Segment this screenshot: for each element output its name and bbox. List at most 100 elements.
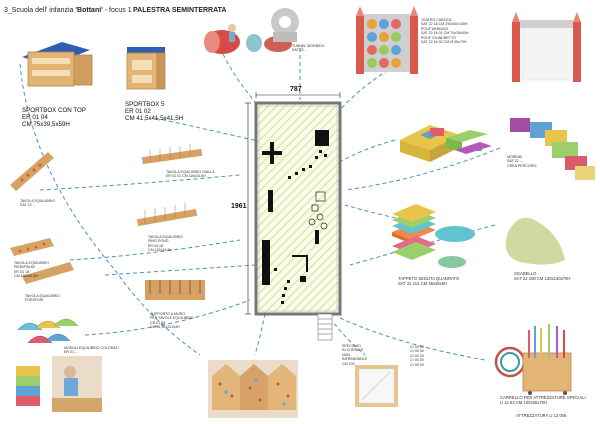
supporto-name: SUPPORTO A MURO <box>150 312 186 316</box>
supporto-sub: PER TAVOLE EQUILIBRIO <box>150 316 194 321</box>
plan-height-label: 1961 <box>231 203 247 210</box>
sportbox-5-code: ER 01 02 <box>125 108 151 115</box>
tavola-ping-sub: PING-PONG <box>148 239 169 244</box>
tavola-fori-label: TAVOLA EQUILIBRIO FORI/FORI <box>25 294 60 303</box>
soft-blocks-image <box>400 125 492 162</box>
tavola-gioco-name: TAVOLA EQUILIBRIO <box>20 199 56 203</box>
tavola-ping-code: ER 03 18 <box>148 243 163 248</box>
tappeto-label: TAPPETO SEDUTA QUADRATO SAT 22 114 CM 35… <box>398 276 459 286</box>
climbing-wall-photo <box>208 360 298 418</box>
mirror-image <box>355 365 398 407</box>
specchio-codes: Cr 00 00 Cr 00 00 Cr 00 00 Cr 00 00 Cr 0… <box>410 345 424 367</box>
tavola-piedi-code: ER 03 18 <box>14 269 29 274</box>
supporto-code: CR 01 05 <box>150 320 166 325</box>
page-header: 3_Scuola dell' infanzia 'Bottani' - focu… <box>4 7 132 14</box>
floor-plan <box>245 92 342 341</box>
sportbox-5-image <box>126 47 166 90</box>
specchio-code-2: Cr 00 00 <box>410 349 424 354</box>
specchio-code-1: Cr 00 00 <box>410 345 424 349</box>
header-focus: - focus 1 <box>102 7 132 14</box>
morbidi-label: MORBIDI SAT 22 ... CREA PERCORSI <box>507 155 537 168</box>
specchio-label: SPECCHIO IN CORNICE NON INFRANGIBILE CM … <box>342 344 367 366</box>
tavola-gialla-name: TAVOLA EQUILIBRIO GIALLA <box>166 170 215 174</box>
tappeto-name: TAPPETO SEDUTA QUADRATO <box>398 276 460 281</box>
attrezzature-label: ATTREZZATURA U 12 006 <box>516 413 567 418</box>
section-title: PALESTRA SEMINTERRATA <box>133 7 226 14</box>
carrello-name: CARRELLO PER ATTREZZATURE SPECIALI <box>500 395 586 400</box>
tavola-piedi-name: TAVOLA EQUILIBRIO <box>14 261 50 265</box>
ostacoli-name: MODULI EQUILIBRIO COLORATI <box>64 346 119 350</box>
plan-width-label: 787 <box>290 86 302 93</box>
morbidi-code: SAT 22 ... <box>507 159 523 164</box>
balance-board-ping <box>136 203 198 227</box>
sportbox-top-name: SPORTBOX CON TOP <box>22 107 86 114</box>
morbidi-name: MORBIDI <box>507 155 523 159</box>
children-photo <box>52 356 102 412</box>
specchio-sub1: IN CORNICE <box>342 348 364 353</box>
specchio-sub3: INFRANGIBILE <box>342 357 367 362</box>
cart-image <box>494 324 572 395</box>
teatro-name: TEATRO CABOCA <box>421 18 452 22</box>
carrello-code: U 12 63 CM 100x65x70H <box>500 400 548 405</box>
teatro-label: TEATRO CABOCA SAT 22 16 CM 290x50x150H P… <box>421 18 468 44</box>
pouf-cilindro-code: SAT 22 16 02 CM Ø 35x70H <box>421 40 467 45</box>
supporto-size: CM 51,5x12x104H <box>150 325 180 330</box>
tunnel-code: SAT 22 ... <box>292 48 308 53</box>
tavola-fori-name: TAVOLA EQUILIBRIO <box>25 294 61 298</box>
sacco-label: SGABELLO SAT 22 108 CM 130x130x70H <box>514 271 570 281</box>
sportbox-5-label: SPORTBOX 5 ER 01 02 CM 41,5x41,5x41,5H <box>125 101 183 122</box>
tavola-piedi-sub: PIEDI/PALMI <box>14 265 35 270</box>
plan-walls <box>254 101 342 316</box>
tavola-ping-size: CM 192x24,5H <box>148 248 172 253</box>
specchio-code-3: Cr 00 00 <box>410 353 424 358</box>
tunnel-name: TUNNEL MORBIDO <box>292 44 325 48</box>
sportbox-top-size: CM 75x39,5x59H <box>22 121 70 128</box>
wall-rack <box>145 280 205 300</box>
tavola-ping-label: TAVOLA EQUILIBRIO PING-PONG ER 03 18 CM … <box>148 235 183 253</box>
pouf-arancio-code: SAT 22 16 01 CM 70x35x50H <box>421 31 469 36</box>
ostacoli-label: MODULI EQUILIBRIO COLORATI ER 01 ... <box>64 346 119 355</box>
tavola-gialla-label: TAVOLA EQUILIBRIO GIALLA ER 03 01 CM 115… <box>166 170 215 179</box>
teatro-code: SAT 22 16 CM 290x50x150H <box>421 22 468 27</box>
specchio-code-4: Cr 00 00 <box>410 358 424 363</box>
teatro-image <box>356 6 418 74</box>
tavola-gioco-code: SAT 22 ... <box>20 203 36 208</box>
tavola-piedi-label: TAVOLA EQUILIBRIO PIEDI/PALMI ER 03 18 C… <box>14 261 49 279</box>
supporto-label: SUPPORTO A MURO PER TAVOLE EQUILIBRIO CR… <box>150 312 194 330</box>
tappeto-code: SAT 22 114 CM 35x35x5H <box>398 281 448 286</box>
sportbox-5-size: CM 41,5x41,5x41,5H <box>125 115 184 122</box>
sportbox-top-code: ER 01 04 <box>22 114 48 121</box>
tunnel-label: TUNNEL MORBIDO SAT 22 ... <box>292 44 324 53</box>
header-school: 'Bottani' <box>75 7 103 14</box>
specchio-name: SPECCHIO <box>342 344 361 348</box>
kids-stack-image <box>16 366 40 406</box>
carrello-label: CARRELLO PER ATTREZZATURE SPECIALI U 12 … <box>500 395 586 405</box>
sacco-code: SAT 22 108 CM 130x130x70H <box>514 276 571 281</box>
pouf-cilindro-name: POUF CILINDRETTO <box>421 35 456 40</box>
sportbox-5-name: SPORTBOX 5 <box>125 101 165 108</box>
sacco-name: SGABELLO <box>514 271 537 276</box>
specchio-code-5: Cr 00 00 <box>410 362 424 367</box>
section-title-text: PALESTRA SEMINTERRATA <box>133 7 227 14</box>
balance-board-yellow <box>141 144 203 165</box>
pouf-arancio-name: POUF ARANCIO <box>421 26 449 31</box>
tavola-fori-sub: FORI/FORI <box>25 298 44 303</box>
ostacoli-code: ER 01 ... <box>64 350 78 355</box>
header-prefix: 3_Scuola dell' infanzia <box>4 7 76 14</box>
connector-lines <box>19 47 501 361</box>
sportbox-top-image <box>22 42 93 87</box>
pencil-frame-image <box>512 12 581 82</box>
cushions-image <box>392 204 475 268</box>
balance-board-1 <box>10 152 54 191</box>
tavola-piedi-size: CM 192x24,5H <box>14 274 38 279</box>
balance-curves-image <box>17 318 79 344</box>
tunnel-image <box>204 8 299 54</box>
tavola-gioco-label: TAVOLA EQUILIBRIO SAT 22 ... <box>20 199 55 208</box>
sportbox-top-label: SPORTBOX CON TOP ER 01 04 CM 75x39,5x59H <box>22 107 86 128</box>
specchio-size: CM 100 <box>342 361 355 366</box>
specchio-sub2: NON <box>342 352 350 357</box>
tavola-gialla-code: ER 03 01 CM 115x24,5H <box>166 174 206 179</box>
tavola-ping-name: TAVOLA EQUILIBRIO <box>148 235 184 239</box>
soft-blocks-2-image <box>510 118 595 180</box>
